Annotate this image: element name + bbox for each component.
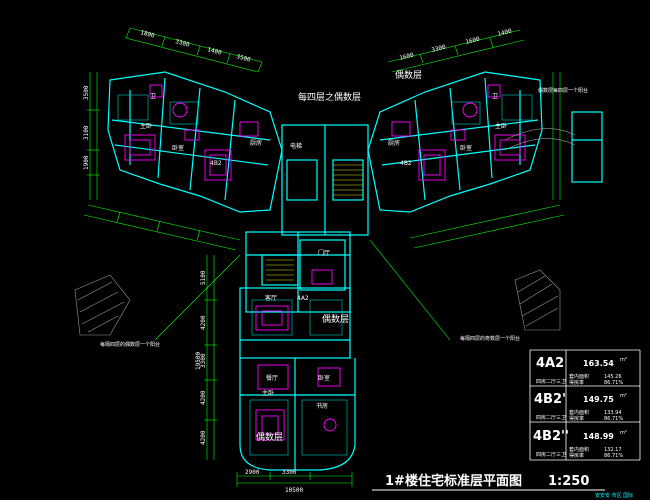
svg-text:卧室: 卧室 [460,144,472,152]
dimension-text: 1800 3300 1400 3500 1600 3300 1600 1400 … [83,28,513,494]
drawing-scale: 1:250 [548,474,589,489]
svg-text:4200: 4200 [200,390,207,405]
drawing-title: 1#楼住宅标准层平面图 [385,473,522,489]
svg-text:卧室: 卧室 [172,144,184,152]
room-code-center: 4A2 [297,295,309,302]
svg-text:1400: 1400 [206,46,222,57]
svg-text:4200: 4200 [200,430,207,445]
svg-text:主卧: 主卧 [262,389,274,397]
svg-text:客厅: 客厅 [265,294,277,302]
svg-text:套内面积: 套内面积 [569,446,589,453]
svg-text:m²: m² [620,430,627,436]
svg-text:10500: 10500 [285,487,303,494]
svg-text:书房: 书房 [316,402,328,410]
unit-area-3: 148.99 [583,432,614,441]
svg-text:门厅: 门厅 [318,249,330,257]
furniture [124,84,526,441]
svg-text:m²: m² [620,393,627,399]
watermark: 安安安 市区 国际 [595,492,633,499]
unit-code-3: 4B2'' [533,429,569,444]
svg-text:19500: 19500 [195,352,202,370]
svg-text:3300: 3300 [282,469,297,476]
svg-text:卧室: 卧室 [318,374,330,382]
unit-code-1: 4A2 [536,356,564,371]
svg-text:得房率: 得房率 [569,379,584,386]
svg-text:2900: 2900 [245,469,260,476]
unit-code-2: 4B2' [534,392,566,407]
svg-text:厨房: 厨房 [388,139,400,147]
svg-text:3300: 3300 [174,38,190,49]
drawing-labels: 每四层之偶数层 偶数层 偶数层 偶数层 偶数层每四层一个阳台 每隔四层的偶数层一… [100,69,588,443]
dimension-lines [83,27,565,487]
svg-text:3500: 3500 [83,85,90,100]
stairs [266,164,363,281]
svg-text:132.17: 132.17 [604,447,622,453]
label-balcony-left: 每隔四层的偶数层一个阳台 [100,341,160,348]
svg-text:四房二厅三卫: 四房二厅三卫 [536,414,566,421]
svg-text:得房率: 得房率 [569,415,584,422]
svg-text:主卧: 主卧 [140,122,152,130]
svg-text:电梯: 电梯 [290,142,302,150]
svg-text:卫: 卫 [150,93,156,100]
svg-text:1600: 1600 [399,52,415,62]
unit-legend: 4A2 163.54 m² 套内面积 145.26 得房率 86.71% 四房二… [529,349,641,461]
svg-text:主卧: 主卧 [495,122,507,130]
svg-text:厨房: 厨房 [250,139,262,147]
balconies [74,128,576,336]
svg-text:套内面积: 套内面积 [569,409,589,416]
svg-text:86.71%: 86.71% [604,380,623,386]
title-block: 1#楼住宅标准层平面图 1:250 安安安 市区 国际 [372,473,633,499]
svg-text:4200: 4200 [200,315,207,330]
label-even-floor-bottom: 偶数层 [256,431,283,443]
unit-area-2: 149.75 [583,395,614,404]
svg-text:餐厅: 餐厅 [266,374,278,382]
svg-text:86.71%: 86.71% [604,453,623,459]
svg-text:1800: 1800 [139,29,155,40]
svg-text:卫: 卫 [492,93,498,100]
svg-text:套内面积: 套内面积 [569,373,589,380]
svg-text:3500: 3500 [235,53,251,64]
svg-text:145.26: 145.26 [604,374,622,380]
svg-text:3100: 3100 [83,125,90,140]
svg-text:5100: 5100 [200,270,207,285]
svg-text:3300: 3300 [431,44,447,54]
label-even-floor-mid: 偶数层 [322,313,349,325]
svg-text:四房二厅三卫: 四房二厅三卫 [536,451,566,458]
label-even-floor-top: 偶数层 [395,69,422,81]
svg-text:四房二厅三卫: 四房二厅三卫 [536,378,566,385]
svg-text:3300: 3300 [200,353,207,368]
svg-text:得房率: 得房率 [569,452,584,459]
room-code-left: 4B2 [210,160,222,167]
svg-text:133.94: 133.94 [604,410,622,416]
svg-text:1400: 1400 [497,28,513,38]
svg-text:1600: 1600 [465,36,481,46]
label-balcony-right: 每隔四层的奇数层一个阳台 [460,335,520,342]
unit-area-1: 163.54 [583,359,614,368]
svg-text:86.71%: 86.71% [604,416,623,422]
room-code-right: 4B2 [400,160,412,167]
label-even-balcony-right: 偶数层每四层一个阳台 [538,87,588,94]
label-every-4th-even: 每四层之偶数层 [298,91,361,103]
svg-text:m²: m² [620,357,627,363]
svg-text:1900: 1900 [83,155,90,170]
